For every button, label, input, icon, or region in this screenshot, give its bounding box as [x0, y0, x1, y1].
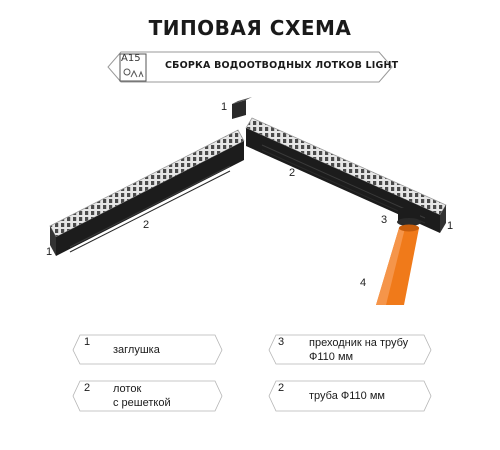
- end-cap-top: [232, 97, 252, 119]
- pipe-adapter: [397, 208, 421, 226]
- legend-text: труба Ф110 мм: [309, 390, 385, 402]
- subtitle: СБОРКА ВОДООТВОДНЫХ ЛОТКОВ LIGHT: [165, 60, 399, 71]
- subtitle-banner: [107, 51, 393, 83]
- page-title: ТИПОВАЯ СХЕМА: [148, 16, 352, 40]
- callout-channel-left: 2: [143, 219, 150, 231]
- callout-channel-right: 2: [289, 167, 296, 179]
- legend-text-line1: преходник на трубу: [309, 337, 409, 349]
- legend-num: 2: [278, 382, 285, 394]
- legend-text-line2: Ф110 мм: [309, 351, 354, 363]
- legend-text-line1: лоток: [113, 383, 142, 395]
- callout-plug-top: 1: [221, 101, 228, 113]
- callout-pipe: 4: [360, 277, 367, 289]
- callout-plug-left: 1: [46, 246, 53, 258]
- legend-text: заглушка: [113, 344, 160, 356]
- legend-num: 1: [84, 336, 91, 348]
- channel-right: [245, 117, 447, 233]
- pipe: [376, 224, 419, 305]
- channel-left: [49, 129, 245, 256]
- load-class-icon: [119, 53, 147, 82]
- legend-text-line2: с решеткой: [113, 397, 171, 409]
- legend-num: 2: [84, 382, 91, 394]
- legend-num: 3: [278, 336, 285, 348]
- callout-adapter: 3: [381, 214, 388, 226]
- load-class-label: A15: [121, 53, 141, 64]
- callout-plug-right: 1: [447, 220, 454, 232]
